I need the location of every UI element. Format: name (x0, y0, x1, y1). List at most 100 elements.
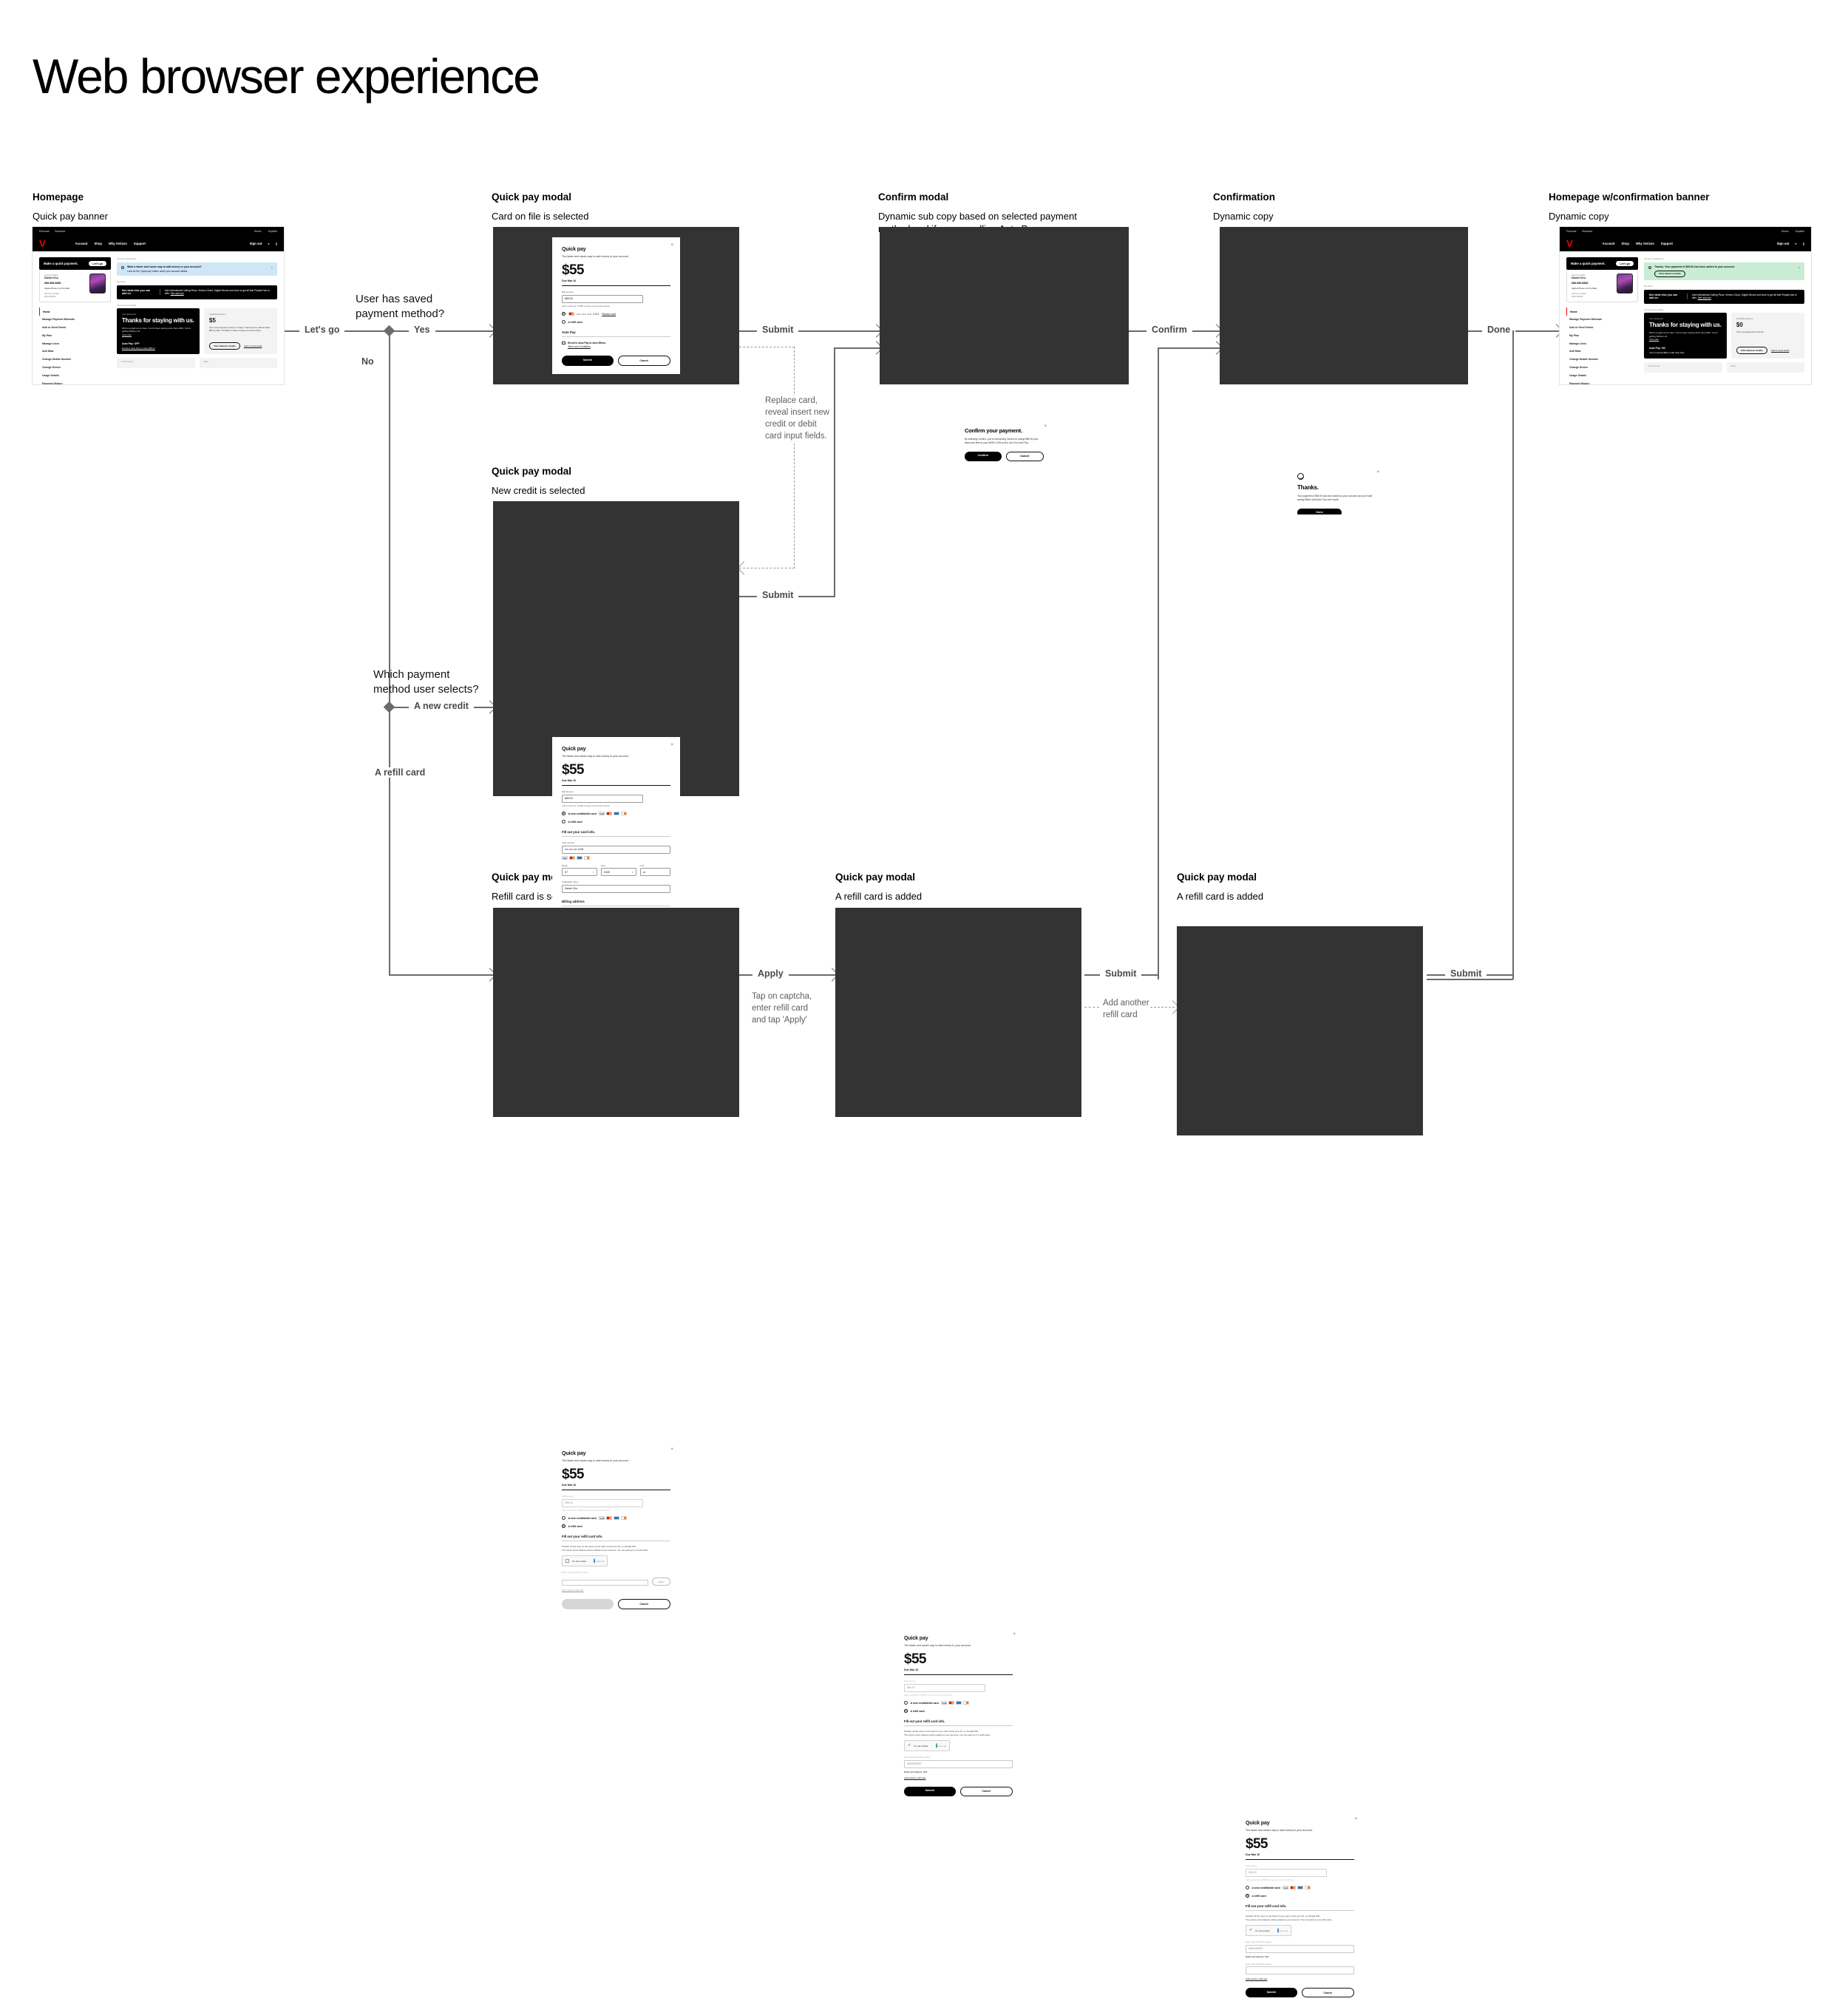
edit-amount-input[interactable]: $55.00 (562, 294, 644, 303)
view-balance-details-button[interactable]: View balance details (1736, 347, 1767, 355)
sidebar-item-my-plan[interactable]: My Plan (42, 333, 52, 337)
cvv-input[interactable]: ••• (639, 868, 671, 877)
year-select[interactable]: 2028▾ (600, 868, 636, 877)
month-select[interactable]: 07▾ (562, 868, 597, 877)
nav-link-support[interactable]: Support (133, 241, 146, 245)
cancel-button[interactable]: Cancel (617, 1599, 670, 1609)
autopay-sub[interactable]: Enroll in Auto Pay to save $5/mo (122, 346, 155, 350)
close-icon[interactable]: × (670, 243, 673, 248)
nav-link-support[interactable]: Support (1660, 241, 1673, 245)
radio-refill-card[interactable] (562, 820, 565, 824)
option-new-card[interactable]: A new credit/debit card VISA (904, 1701, 1013, 1705)
submit-button[interactable]: Submit (562, 356, 614, 366)
radio-refill-card[interactable] (904, 1709, 908, 1714)
sidebar-item-add-or-send-funds[interactable]: Add or Send Funds (1569, 326, 1594, 330)
nav-link-account[interactable]: Account (75, 241, 88, 245)
radio-refill-card[interactable] (562, 1524, 565, 1529)
radio-new-card[interactable] (904, 1701, 908, 1705)
card-number-field[interactable]: Card number •••• •••• •••• 1234 (562, 841, 670, 854)
edit-amount-input[interactable]: $55.00 (562, 794, 644, 803)
nav-link-account[interactable]: Account (1602, 241, 1615, 245)
close-icon[interactable]: × (1376, 470, 1379, 475)
view-balance-details-button[interactable]: View balance details (208, 342, 240, 350)
card-number-input[interactable]: •••• •••• •••• 1234 (562, 845, 670, 854)
cancel-button[interactable]: Cancel (617, 356, 670, 366)
confirm-button[interactable]: Confirm (965, 451, 1002, 462)
offers-link[interactable]: See add-ons (1697, 296, 1711, 300)
option-refill-card[interactable]: A refill card (904, 1709, 1013, 1714)
sign-out-link[interactable]: Sign out (1776, 241, 1790, 245)
close-icon[interactable]: × (670, 1447, 673, 1452)
close-icon[interactable]: × (1798, 265, 1800, 269)
radio-refill-card[interactable] (1246, 1894, 1249, 1898)
radio-card-on-file[interactable] (562, 312, 565, 316)
sidebar-item-change-mobile-number[interactable]: Change Mobile Number (42, 358, 72, 361)
utility-personal[interactable]: Personal (39, 229, 50, 233)
add-or-send-funds-link[interactable]: Add or send funds (243, 344, 262, 347)
pin-field[interactable]: Enter refill card PIN number 9902242507 (904, 1756, 1013, 1768)
option-new-card[interactable]: A new credit/debit card VISA (562, 812, 670, 816)
autopay-checkbox-row[interactable]: Enroll in Auto Pay to save $5/mo. Terms … (562, 341, 670, 348)
submit-button[interactable]: Submit (904, 1786, 956, 1796)
cart-icon[interactable]: ▯ (1802, 241, 1804, 245)
sidebar-item-change-device[interactable]: Change Device (42, 366, 61, 370)
edit-amount-field[interactable]: Edit amount $55.00 (562, 790, 644, 803)
discount-link[interactable]: View plan (1649, 338, 1659, 342)
done-button[interactable]: Done (1297, 508, 1342, 515)
option-card-on-file[interactable]: •••• •••• •••• 1234 Replace card (562, 312, 670, 316)
radio-refill-card[interactable] (562, 320, 565, 325)
cardholder-field[interactable]: Cardholder name Daniel Chu (562, 880, 670, 893)
sidebar-item-add-data[interactable]: Add Data (42, 350, 54, 353)
sidebar-item-add-or-send-funds[interactable]: Add or Send Funds (42, 326, 67, 330)
search-icon[interactable]: ⌕ (1795, 241, 1797, 245)
edit-amount-field[interactable]: Edit amount $55.00 (562, 291, 644, 303)
close-icon[interactable]: × (670, 743, 673, 747)
search-icon[interactable]: ⌕ (268, 241, 270, 245)
close-icon[interactable]: × (1013, 1632, 1016, 1637)
option-refill-card[interactable]: A refill card (562, 1524, 670, 1529)
option-new-card[interactable]: A new credit/debit card VISA (562, 1516, 670, 1521)
pin-field-1[interactable]: Enter refill card PIN number 9902242507 (1246, 1940, 1354, 1953)
view-balance-details-button[interactable]: View balance details (1654, 270, 1686, 277)
utility-espanol[interactable]: Español (1795, 229, 1804, 233)
pin-field[interactable]: Enter refill card PIN number (562, 1571, 670, 1574)
close-icon[interactable]: × (271, 265, 273, 269)
utility-espanol[interactable]: Español (268, 229, 277, 233)
cardholder-input[interactable]: Daniel Chu (562, 884, 670, 893)
utility-stores[interactable]: Stores (254, 229, 262, 233)
cvv-field[interactable]: CVV ••• (639, 864, 671, 877)
sidebar-item-home[interactable]: Home (39, 308, 111, 316)
add-another-refill-link[interactable]: Add another refill card (904, 1776, 926, 1779)
lets-go-button[interactable]: Let's go (89, 261, 106, 267)
sidebar-item-add-data[interactable]: Add Data (1569, 350, 1581, 353)
sidebar-item-manage-payment-methods[interactable]: Manage Payment Methods (42, 318, 75, 322)
sidebar-item-manage-lines[interactable]: Manage Lines (42, 342, 60, 345)
cart-icon[interactable]: ▯ (275, 241, 277, 245)
cancel-button[interactable]: Cancel (1301, 1988, 1354, 1998)
apply-button[interactable]: Apply (652, 1578, 670, 1586)
captcha-checkbox[interactable] (565, 1559, 569, 1563)
offers-link[interactable]: See add-ons (170, 292, 184, 296)
nav-link-shop[interactable]: Shop (1621, 241, 1629, 245)
close-icon[interactable]: × (1354, 1817, 1357, 1821)
verizon-logo-icon[interactable]: V (39, 237, 46, 249)
sidebar-item-home[interactable]: Home (1566, 308, 1638, 316)
utility-business[interactable]: Business (55, 229, 66, 233)
utility-business[interactable]: Business (1582, 229, 1593, 233)
pin-field-2[interactable]: Enter refill card PIN number (1246, 1963, 1354, 1975)
verizon-logo-icon[interactable]: V (1566, 237, 1573, 249)
captcha-widget[interactable]: ✓ I'm not a robot reCAPTCHA (904, 1740, 950, 1752)
discount-link[interactable]: View plan (122, 333, 132, 336)
sidebar-item-my-plan[interactable]: My Plan (1569, 333, 1580, 337)
option-new-card[interactable]: A new credit/debit card VISA (1246, 1886, 1354, 1890)
pin-input[interactable] (1246, 1966, 1354, 1975)
cancel-button[interactable]: Cancel (1005, 451, 1044, 462)
option-refill-card[interactable]: A refill card (562, 320, 670, 325)
captcha-widget[interactable]: I'm not a robot reCAPTCHA (562, 1555, 608, 1567)
captcha-widget[interactable]: ✓ I'm not a robot reCAPTCHA (1246, 1925, 1291, 1937)
submit-button[interactable]: Submit (1246, 1988, 1297, 1998)
add-or-send-funds-link[interactable]: Add or send funds (1770, 349, 1790, 353)
sidebar-item-change-device[interactable]: Change Device (1569, 366, 1589, 370)
lets-go-button[interactable]: Let's go (1616, 261, 1634, 267)
option-refill-card[interactable]: A refill card (562, 820, 670, 824)
